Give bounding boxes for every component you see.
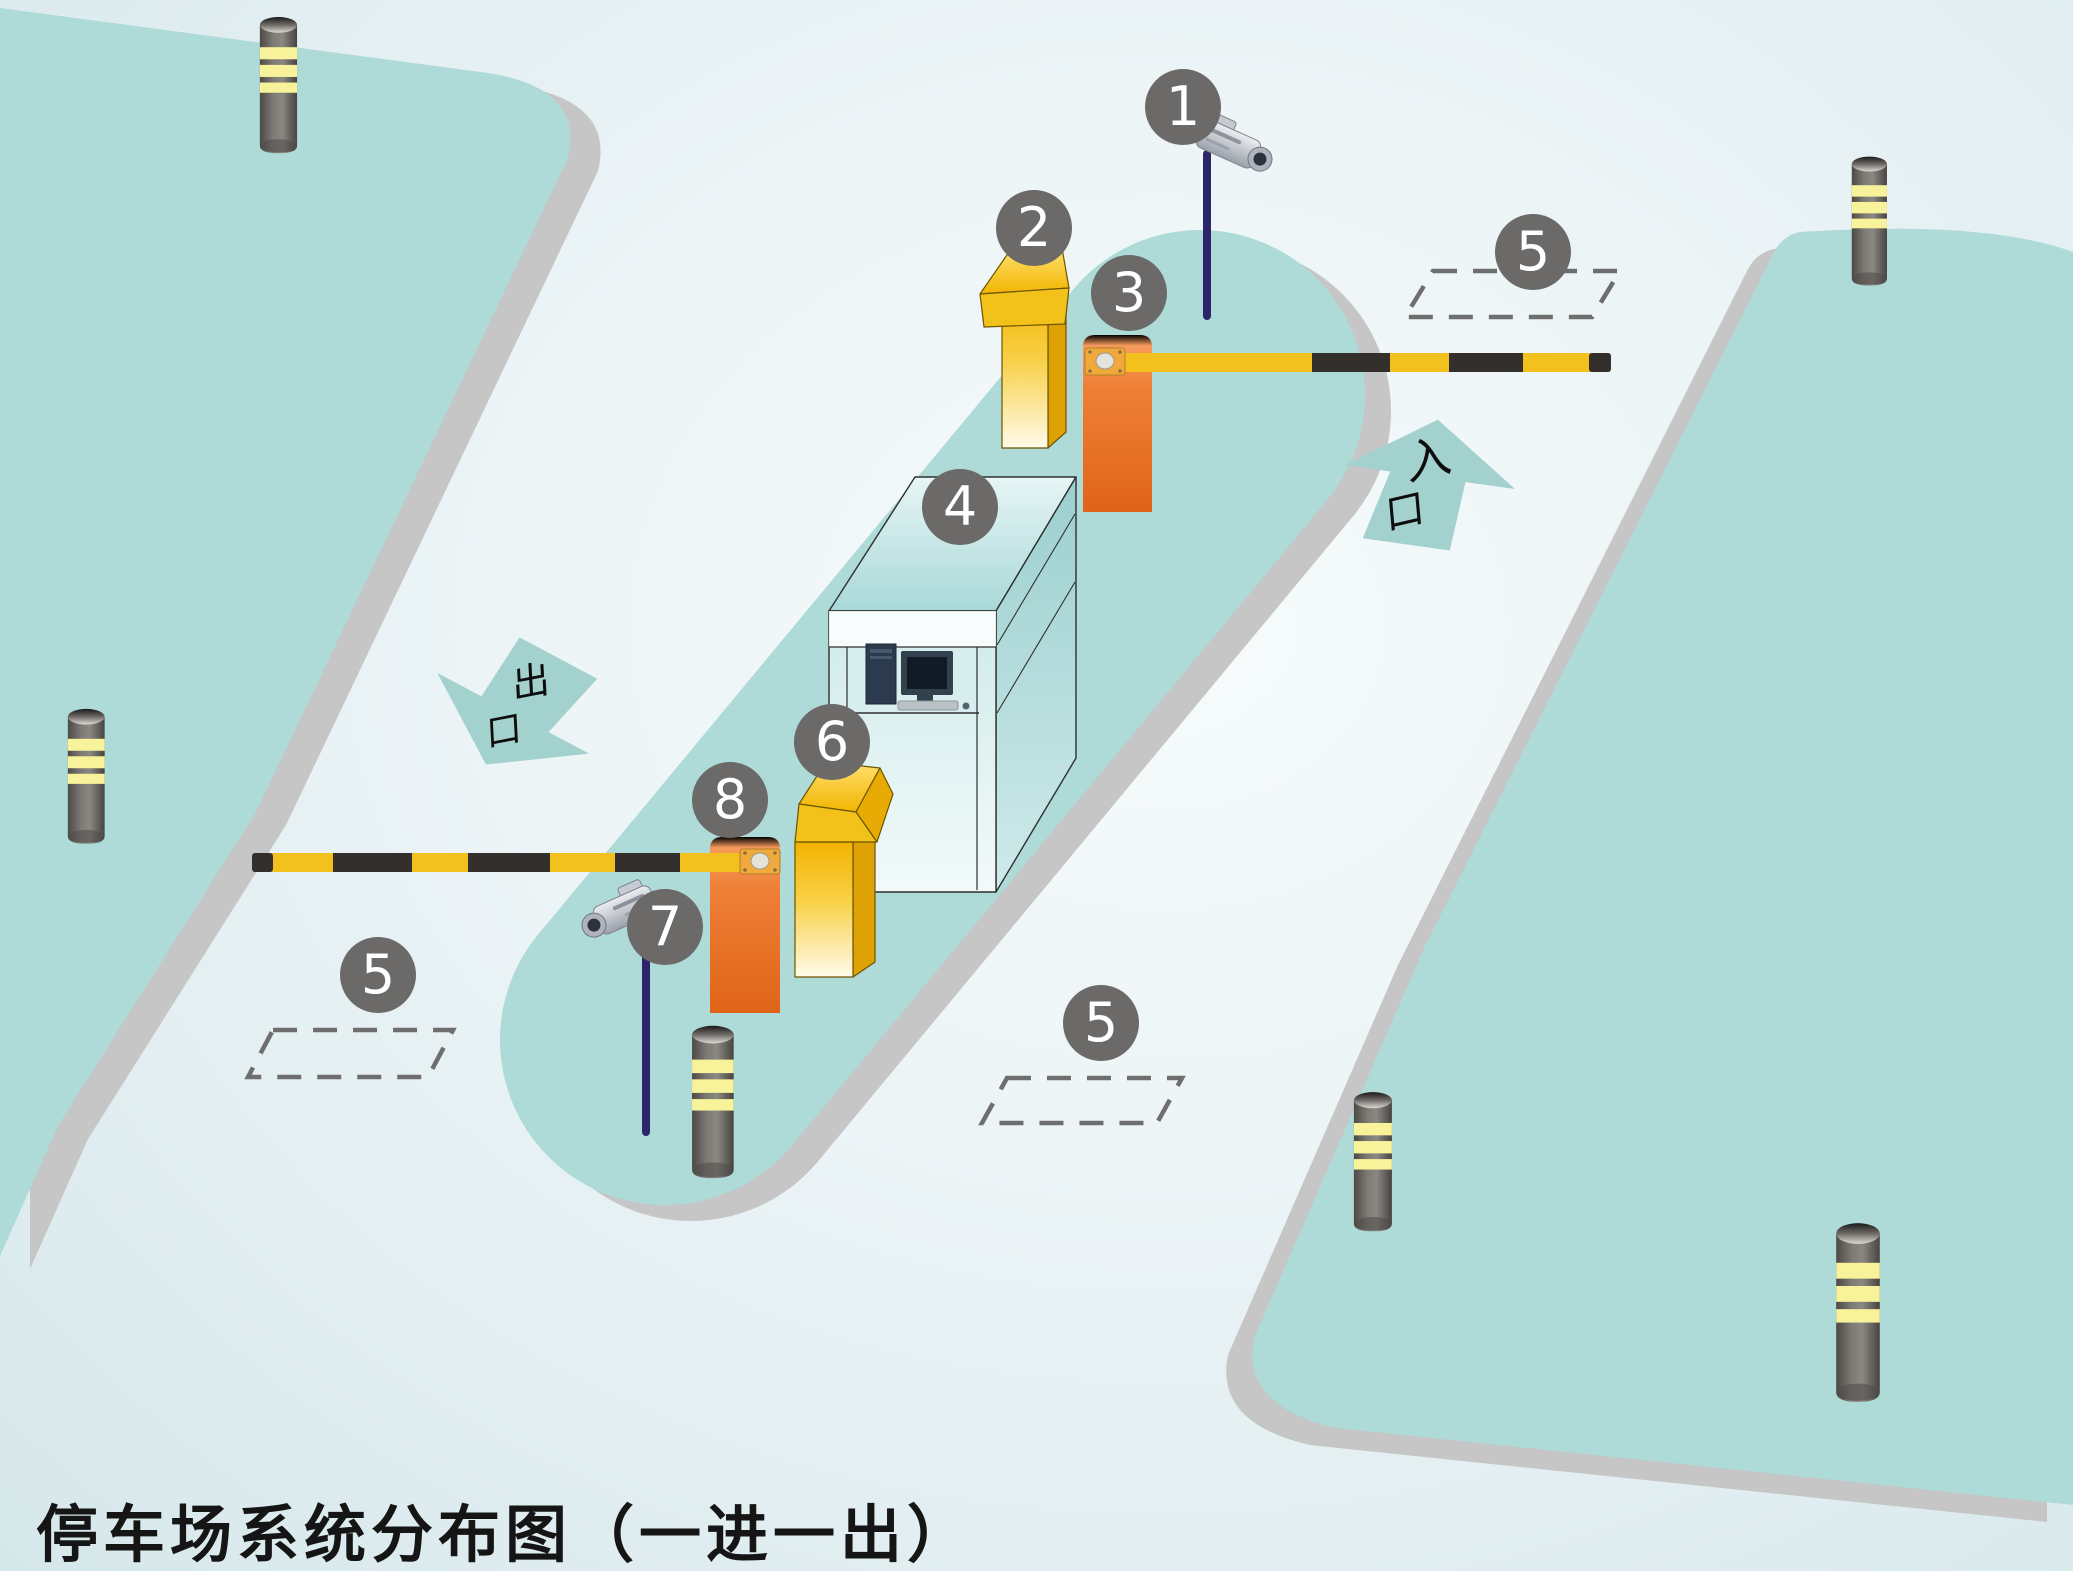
entrance-barrier-body	[1083, 335, 1152, 512]
bollard-icon	[1836, 1223, 1880, 1402]
marker-5-parking-space-exit: 5	[340, 937, 416, 1013]
booth-computer	[865, 643, 970, 711]
marker-5-parking-space-entrance: 5	[1495, 214, 1571, 290]
marker-label: 4	[942, 475, 978, 538]
exit-camera-pole	[642, 950, 650, 1136]
entrance-barrier-arm	[1115, 353, 1611, 372]
bollard-icon	[259, 16, 298, 154]
exit-label-char-2: 口	[485, 707, 523, 756]
marker-label: 8	[712, 768, 748, 831]
control-booth	[828, 476, 1077, 893]
marker-4-control-booth: 4	[922, 469, 998, 545]
entrance-arrow	[1344, 419, 1515, 551]
marker-label: 5	[360, 943, 396, 1006]
marker-3-entrance-barrier: 3	[1091, 255, 1167, 331]
marker-2-ticket-dispenser: 2	[996, 190, 1072, 266]
marker-label: 3	[1111, 261, 1147, 324]
exit-barrier	[693, 837, 781, 1013]
marker-label: 6	[814, 710, 850, 773]
computer-mouse	[962, 702, 970, 710]
page-title: 停车场系统分布图（一进一出）	[36, 1498, 975, 1571]
entrance-camera-assembly	[1193, 109, 1282, 320]
exit-arrow	[437, 637, 598, 765]
exit-barrier-body	[710, 837, 780, 1013]
exit-camera-assembly	[572, 875, 661, 1136]
marker-label: 5	[1515, 220, 1551, 283]
marker-5-parking-space-center: 5	[1063, 985, 1139, 1061]
bollard-icon	[1353, 1092, 1392, 1232]
marker-1-camera: 1	[1145, 69, 1221, 145]
entrance-ticket-machine	[979, 247, 1070, 449]
parking-space-exit	[244, 1027, 457, 1080]
marker-6-exit-ticket-machine: 6	[794, 704, 870, 780]
parking-space-center	[978, 1075, 1186, 1126]
right-area-surface	[1252, 228, 2073, 1505]
entrance-barrier	[1083, 335, 1611, 512]
bollard-icon	[1851, 156, 1887, 286]
marker-label: 1	[1165, 75, 1201, 138]
entrance-label-char-2: 口	[1383, 484, 1427, 540]
exit-label-char-1: 出	[511, 656, 551, 708]
marker-label: 5	[1083, 991, 1119, 1054]
right-parking-area	[1226, 228, 2073, 1522]
entrance-label-char-1: 入	[1404, 426, 1454, 492]
marker-label: 7	[647, 895, 683, 958]
bollard-icon	[67, 708, 105, 844]
marker-7-exit-camera: 7	[627, 889, 703, 965]
marker-8-exit-barrier: 8	[692, 762, 768, 838]
bollard-icon	[692, 1025, 734, 1179]
left-area-surface	[0, 8, 571, 1256]
marker-label: 2	[1016, 196, 1052, 259]
entrance-camera-pole	[1203, 150, 1211, 320]
computer-keyboard	[897, 700, 959, 711]
exit-barrier-arm	[252, 853, 745, 872]
left-parking-area	[0, 8, 601, 1269]
